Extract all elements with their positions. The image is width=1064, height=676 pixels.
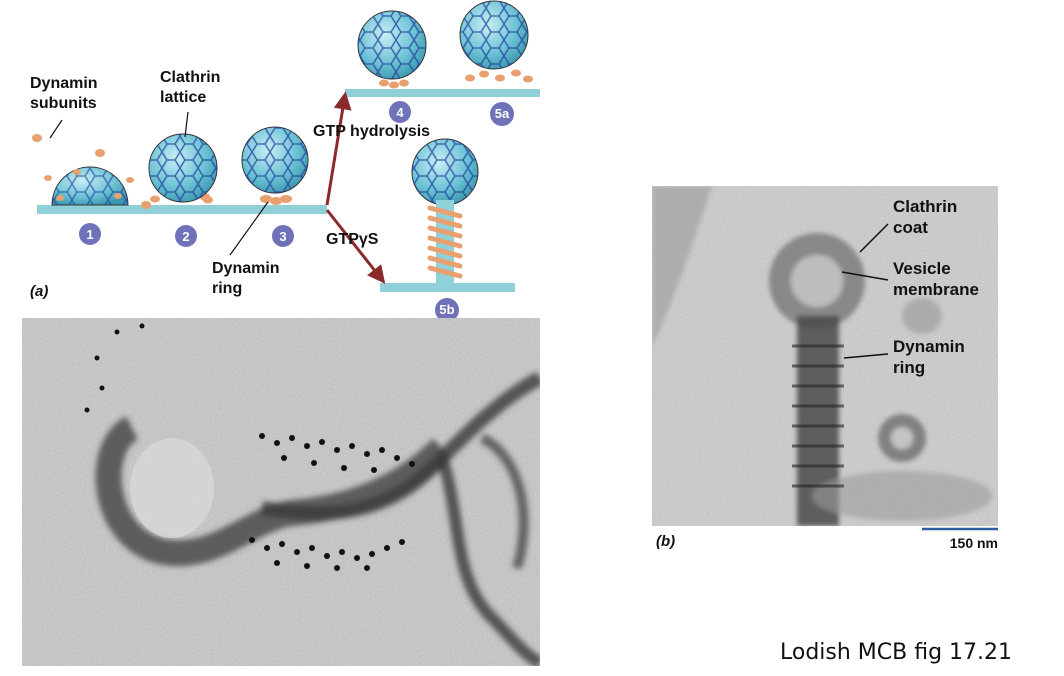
step-badge-5a: 5a	[490, 102, 514, 126]
dynamin-subunit	[141, 201, 151, 209]
label-clathrin-coat-1: Clathrin	[893, 197, 957, 216]
label-clathrin-lattice-2: lattice	[160, 89, 206, 106]
arrow-gtp-hydrolysis	[325, 91, 352, 206]
step-badge-5b: 5b	[435, 298, 459, 322]
panel-b-label: (b)	[656, 533, 675, 550]
stage-4-vesicle	[357, 10, 427, 89]
stage-5a-free-vesicle	[459, 0, 533, 83]
stage-5b-dynamin-neck	[411, 138, 479, 283]
label-gtp-hydrolysis: GTP hydrolysis	[313, 123, 430, 140]
panel-a-label: (a)	[30, 283, 48, 300]
label-dynamin-ring-1: Dynamin	[212, 260, 280, 277]
membrane-upper	[345, 89, 540, 97]
figure-caption: Lodish MCB fig 17.21	[780, 640, 1013, 665]
label-dynamin-subunits-1: Dynamin	[30, 75, 98, 92]
micrograph-immunogold	[22, 318, 540, 666]
label-dynamin-ring-b-1: Dynamin	[893, 337, 965, 356]
step-badge-3: 3	[272, 225, 294, 247]
schematic-diagram: Dynamin subunits Clathrin lattice GTP hy…	[30, 0, 540, 322]
stage-2-coated-pit	[148, 133, 218, 204]
dynamin-subunit	[32, 134, 42, 142]
membrane-main	[37, 205, 327, 214]
svg-text:5a: 5a	[495, 106, 510, 121]
step-badge-1: 1	[79, 223, 101, 245]
scale-bar-label: 150 nm	[950, 535, 998, 551]
membrane-lower	[380, 283, 515, 292]
panel-b-footer: (b) 150 nm	[656, 527, 998, 551]
label-vesicle-membrane-1: Vesicle	[893, 259, 951, 278]
stage-1-pit	[44, 166, 134, 206]
label-dynamin-ring-b-2: ring	[893, 358, 925, 377]
label-vesicle-membrane-2: membrane	[893, 280, 979, 299]
gold-particles	[84, 323, 415, 571]
svg-text:4: 4	[396, 105, 404, 120]
label-dynamin-ring-2: ring	[212, 280, 242, 297]
arrow-gtp-gamma-s	[325, 209, 386, 284]
svg-text:2: 2	[182, 229, 189, 244]
svg-text:5b: 5b	[439, 302, 454, 317]
svg-text:3: 3	[279, 229, 286, 244]
svg-text:1: 1	[86, 227, 93, 242]
label-clathrin-coat-2: coat	[893, 218, 928, 237]
label-gtp-gamma-s: GTPγS	[326, 231, 379, 248]
label-dynamin-subunits-2: subunits	[30, 95, 97, 112]
step-badge-2: 2	[175, 225, 197, 247]
micrograph-panel-b: Clathrin coat Vesicle membrane Dynamin r…	[652, 186, 998, 526]
stage-3-vesicle	[241, 126, 309, 205]
label-clathrin-lattice-1: Clathrin	[160, 69, 220, 86]
dynamin-subunit	[95, 149, 105, 157]
step-badge-4: 4	[389, 101, 411, 123]
